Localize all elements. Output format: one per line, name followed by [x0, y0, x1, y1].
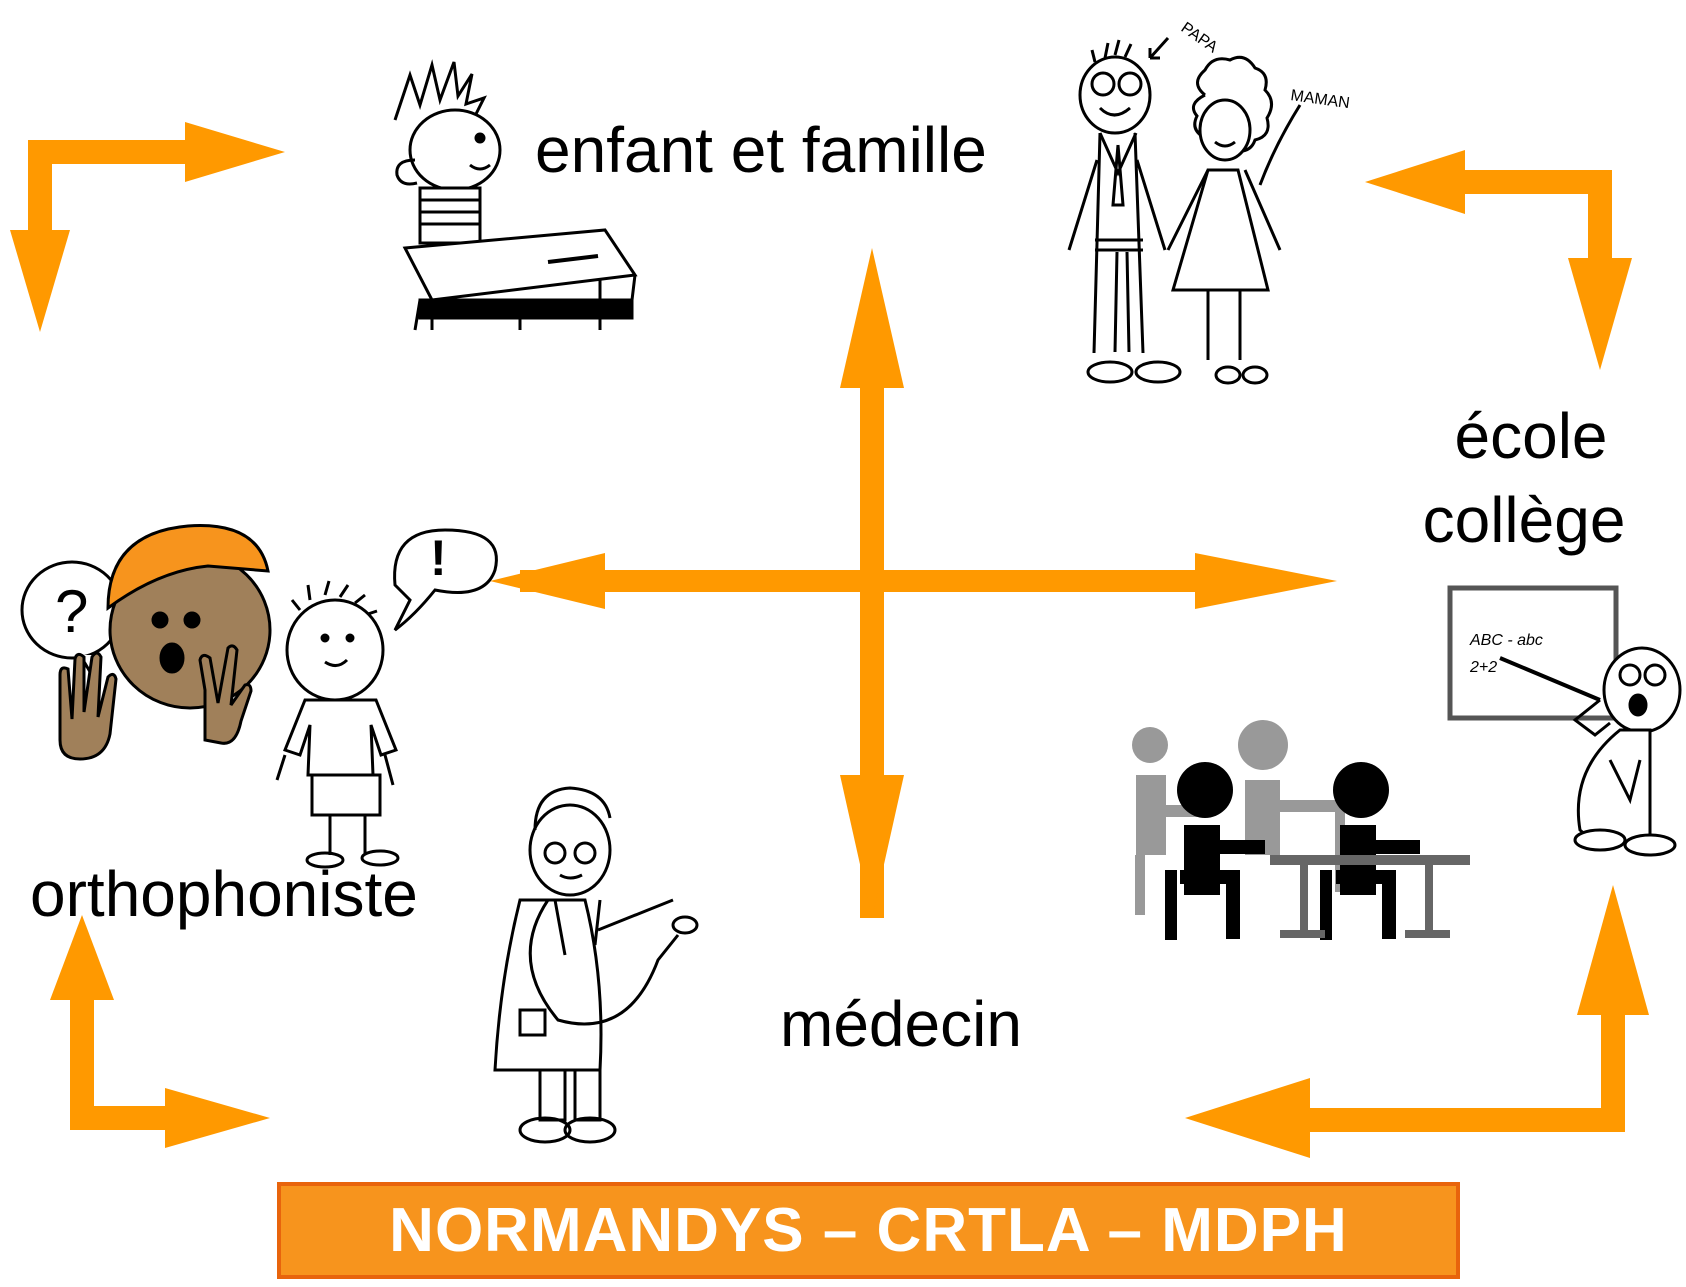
- node-label-school-line2: collège: [1422, 484, 1626, 556]
- corner-arrow-bottom-left: [50, 915, 270, 1148]
- node-label-child-family: enfant et famille: [535, 114, 987, 186]
- exclamation-mark: !: [430, 530, 447, 586]
- students-at-desks-icon: [1132, 720, 1470, 940]
- corner-arrow-bottom-right: [1185, 885, 1649, 1158]
- arrow-up-head: [840, 248, 904, 388]
- node-label-doctor: médecin: [780, 988, 1022, 1060]
- node-label-speech-therapist: orthophoniste: [30, 858, 418, 930]
- sign-language-speaker-icon: ?: [20, 524, 272, 761]
- node-label-school-line1: école: [1454, 400, 1608, 472]
- corner-arrow-top-left: [10, 122, 285, 332]
- horizontal-shaft: [520, 570, 1210, 592]
- question-mark: ?: [55, 578, 88, 645]
- teacher-at-board-icon: ABC - abc 2+2: [1447, 585, 1682, 857]
- papa-text: PAPA: [1178, 19, 1221, 56]
- arrow-left-head: [490, 553, 605, 609]
- banner-text: NORMANDYS – CRTLA – MDPH: [389, 1196, 1348, 1265]
- doctor-stethoscope-icon: [493, 786, 699, 1144]
- boy-exclaiming-icon: !: [275, 528, 498, 869]
- central-cross-arrows: [490, 248, 1337, 918]
- child-at-desk-icon: [393, 59, 638, 331]
- corner-arrow-top-right: [1365, 150, 1632, 370]
- parents-icon: [1067, 36, 1302, 385]
- arrow-right-head: [1195, 553, 1337, 609]
- organizations-banner: NORMANDYS – CRTLA – MDPH: [277, 1182, 1460, 1279]
- board-line-2: 2+2: [1469, 659, 1497, 676]
- board-line-1: ABC - abc: [1469, 632, 1543, 649]
- arrow-down-head: [840, 775, 904, 918]
